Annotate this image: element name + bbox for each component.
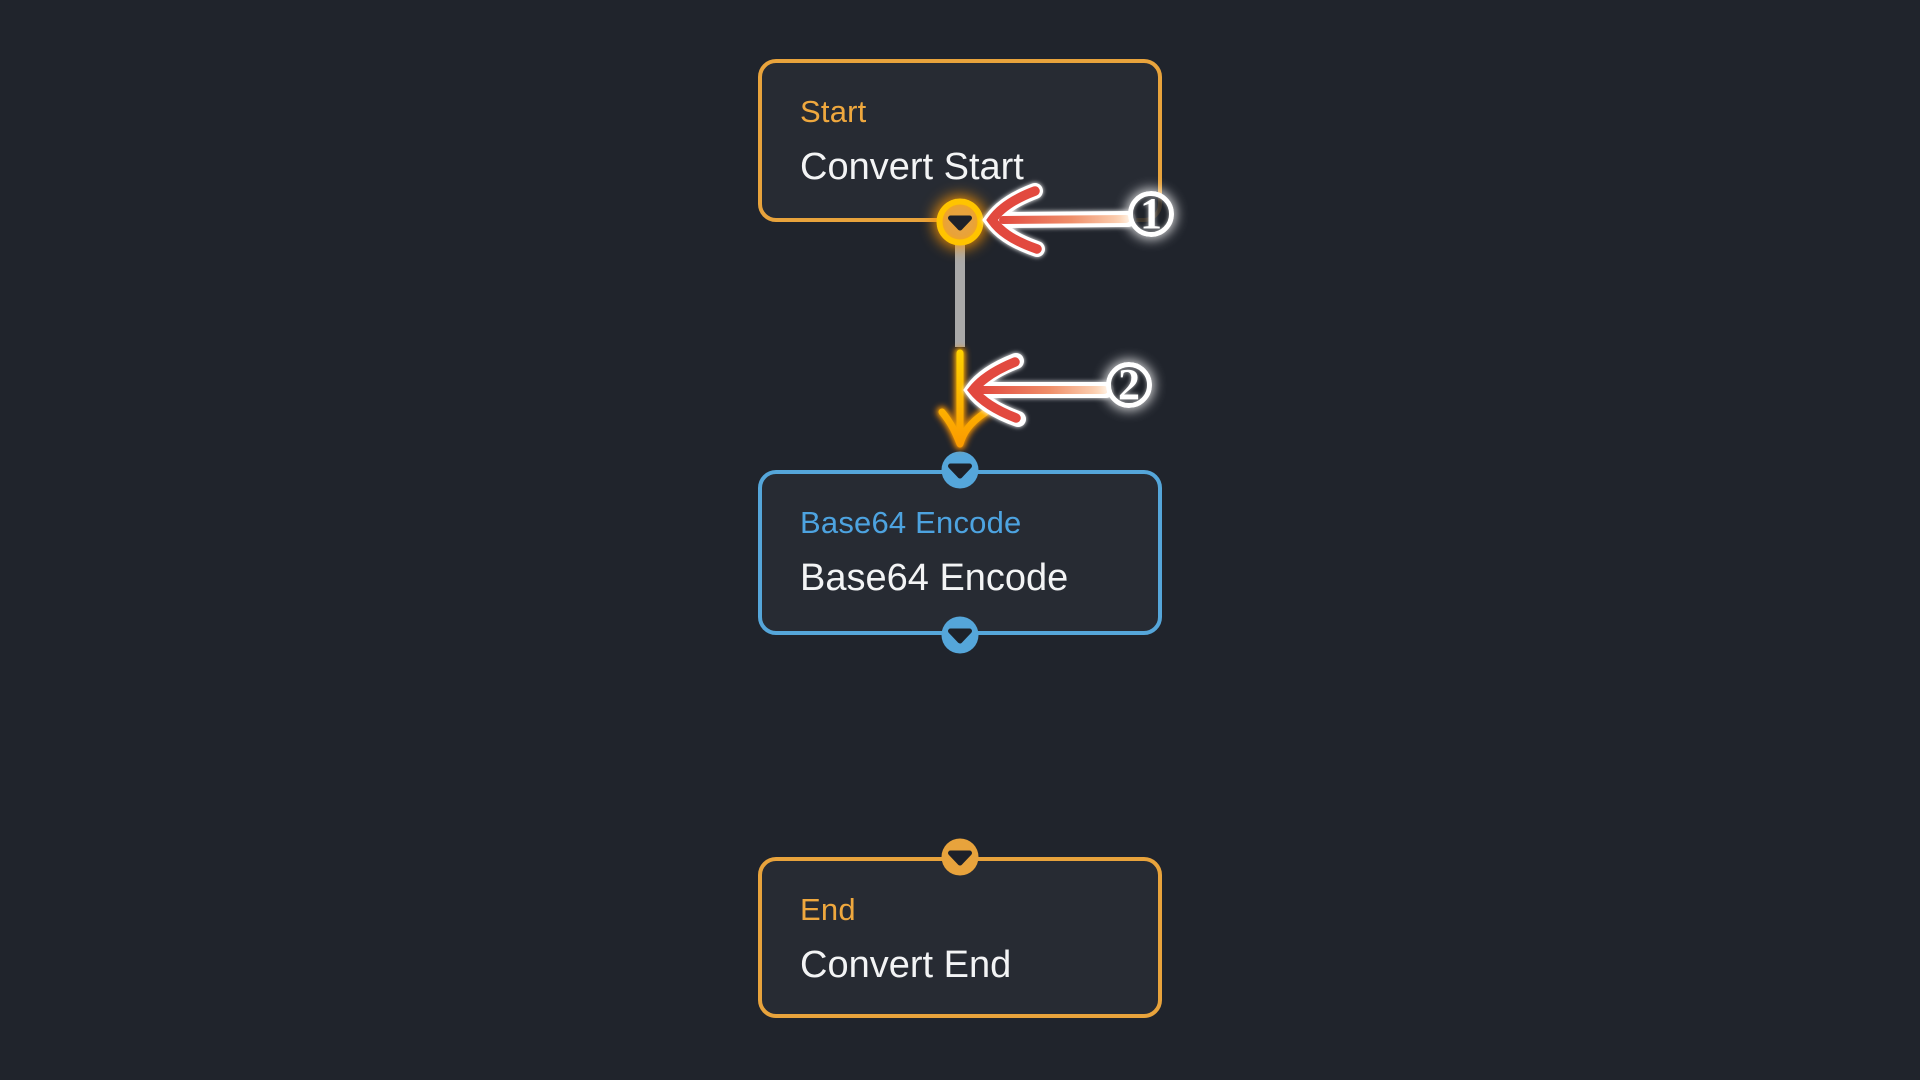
node-end-title: End	[800, 892, 856, 927]
node-start-title: Start	[800, 94, 867, 129]
connection-drag-arrow-icon	[935, 346, 993, 451]
base64-output-port[interactable]	[941, 616, 979, 654]
annotation-badge-1: 1	[1128, 191, 1174, 237]
annotation-badge-2-number: 2	[1118, 360, 1140, 409]
node-end[interactable]: End Convert End	[758, 838, 1162, 1018]
port-highlight-ring	[936, 198, 984, 246]
node-start[interactable]: Start Convert Start	[758, 59, 1162, 246]
node-start-subtitle: Convert Start	[800, 146, 1024, 188]
port-arrow-down-icon	[948, 850, 972, 865]
node-base64-title: Base64 Encode	[800, 505, 1022, 540]
end-input-port[interactable]	[941, 838, 979, 876]
port-arrow-down-icon	[948, 628, 972, 643]
base64-input-port[interactable]	[941, 451, 979, 489]
annotation-badge-1-number: 1	[1140, 189, 1162, 238]
annotation-badge-2: 2	[1106, 362, 1152, 408]
node-base64-encode[interactable]: Base64 Encode Base64 Encode	[758, 451, 1162, 654]
node-end-subtitle: Convert End	[800, 944, 1012, 986]
node-base64-subtitle: Base64 Encode	[800, 557, 1069, 599]
annotation-arrow-2	[963, 353, 1114, 427]
port-arrow-down-icon	[948, 463, 972, 478]
